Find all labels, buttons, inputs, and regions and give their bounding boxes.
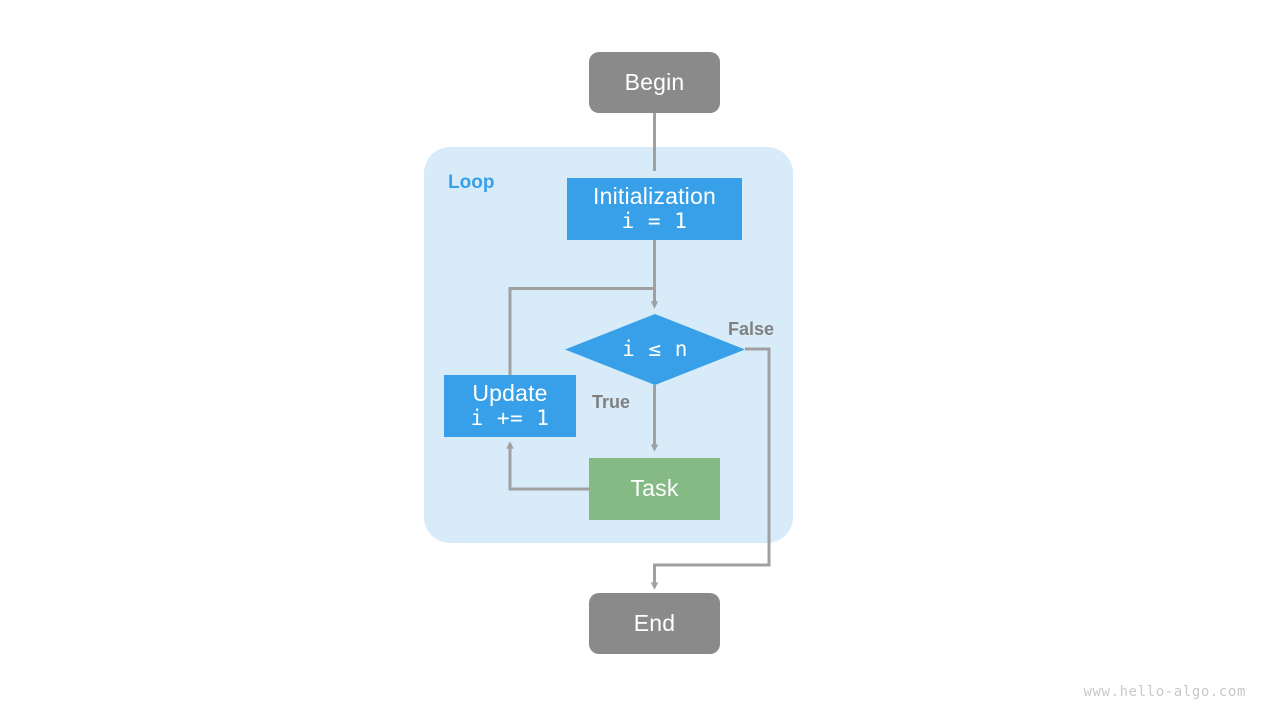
node-update-shape[interactable] — [444, 375, 576, 437]
node-task-shape[interactable] — [589, 458, 720, 520]
node-end-shape[interactable] — [589, 593, 720, 654]
edge-task-to-update — [506, 441, 589, 491]
node-begin-shape[interactable] — [589, 52, 720, 113]
loop-group-label: Loop — [448, 172, 495, 193]
watermark: www.hello-algo.com — [1083, 684, 1246, 700]
edge-update-to-condition — [508, 287, 655, 375]
node-condition-shape[interactable] — [565, 314, 745, 385]
edge-label-true: True — [592, 392, 631, 412]
edge-condition-false-to-end — [650, 347, 771, 590]
edge-label-false: False — [728, 319, 775, 339]
node-initialization-shape[interactable] — [567, 178, 742, 240]
